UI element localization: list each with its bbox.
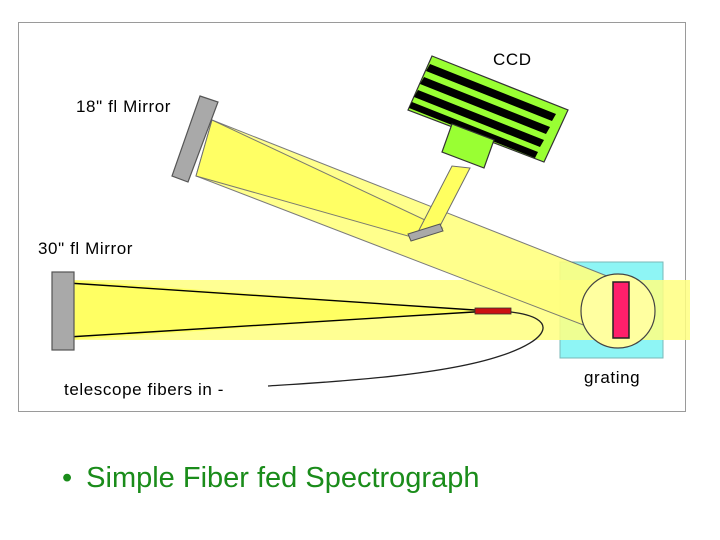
caption: • Simple Fiber fed Spectrograph — [62, 462, 479, 495]
label-grating: grating — [584, 368, 640, 387]
fiber-cable — [267, 311, 544, 387]
fiber-beam — [68, 280, 490, 340]
fiber-beam-edge-bottom — [67, 310, 491, 338]
focus-beam — [195, 119, 444, 237]
fiber-slit — [474, 307, 512, 315]
pickoff-mirror — [407, 223, 444, 242]
mirror-18-inch — [171, 95, 219, 183]
label-mirror-18: 18" fl Mirror — [76, 97, 171, 116]
label-mirror-30: 30" fl Mirror — [38, 239, 133, 258]
fiber-beam-edge-top — [67, 282, 491, 312]
mirror-30-inch — [51, 271, 75, 351]
label-fibers: telescope fibers in - — [64, 380, 224, 399]
label-ccd: CCD — [493, 50, 532, 69]
ccd-camera — [407, 55, 569, 169]
grating-element — [612, 281, 630, 339]
ccd-mount — [441, 123, 495, 169]
ccd-stripe — [420, 77, 550, 134]
ccd-stripe — [414, 90, 544, 147]
ccd-stripe — [409, 102, 538, 158]
caption-text: Simple Fiber fed Spectrograph — [86, 462, 480, 494]
bullet-marker: • — [62, 462, 73, 494]
ccd-stripe — [426, 64, 556, 121]
